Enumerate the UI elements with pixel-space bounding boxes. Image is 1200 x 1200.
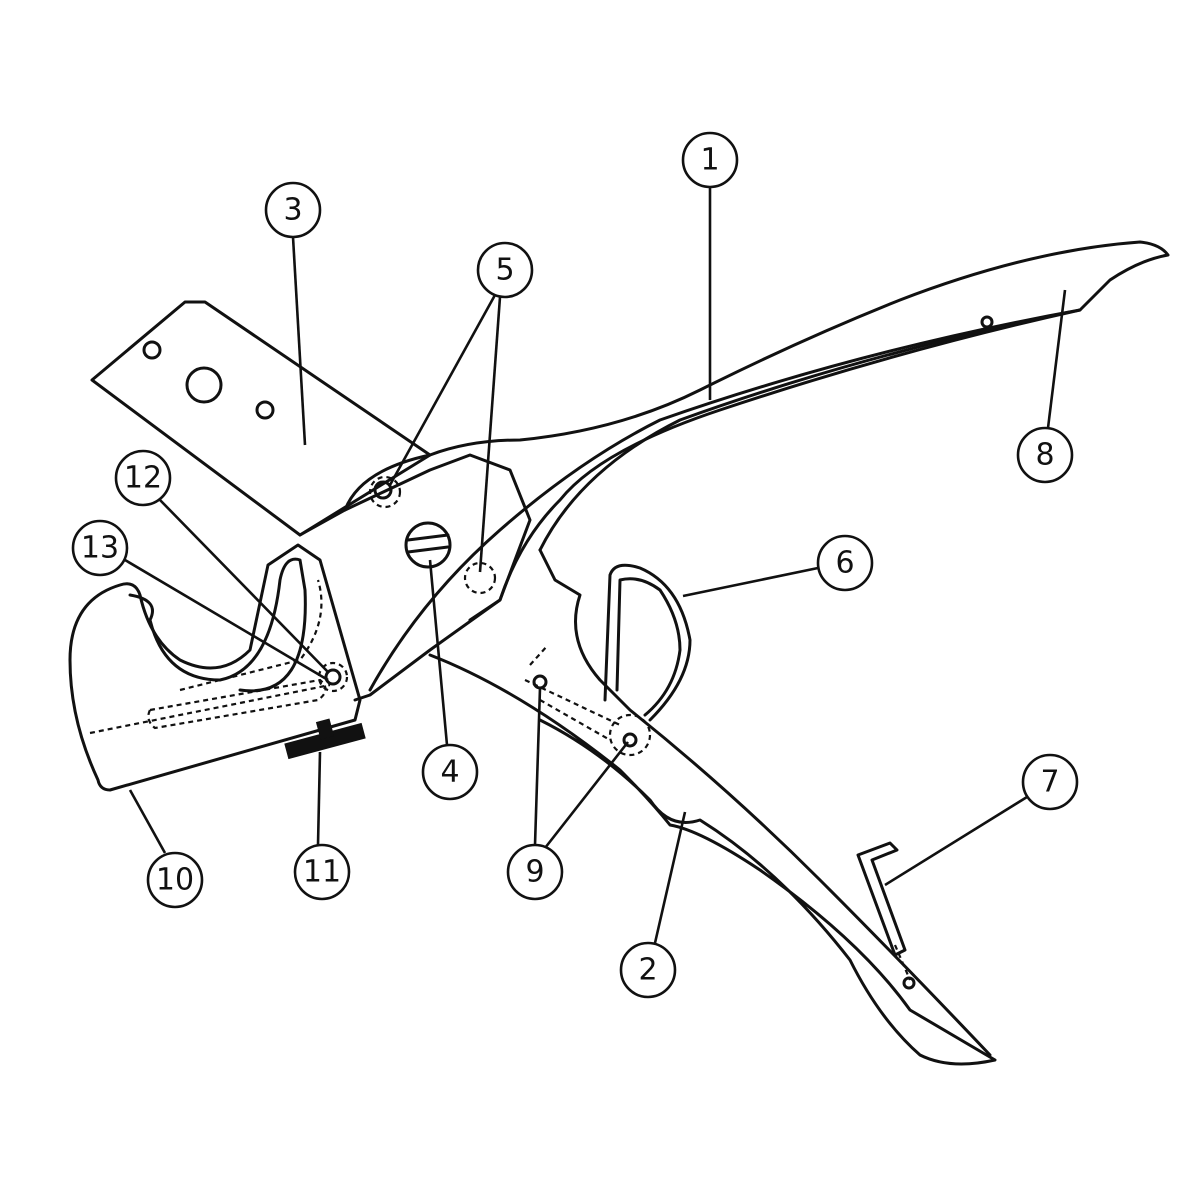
star-screw-lower [463, 561, 497, 595]
callout-9: 9 [506, 843, 564, 901]
callout-8: 8 [1016, 426, 1074, 484]
upper-handle [343, 240, 1170, 622]
callout-11: 11 [293, 843, 351, 901]
jaw [68, 543, 362, 792]
callout-6: 6 [816, 534, 874, 592]
callout-10: 10 [146, 851, 204, 909]
svg-text:6: 6 [835, 546, 854, 581]
hidden-pawl [524, 644, 621, 741]
jaw-hidden-line [179, 579, 323, 692]
upper-handle-rib [538, 310, 1072, 552]
svg-text:4: 4 [440, 755, 459, 790]
callout-12: 12 [114, 449, 172, 507]
pawl-pin [532, 674, 548, 690]
blade-hole [142, 340, 162, 360]
rivet-hole [980, 315, 994, 329]
upper-handle-inner [368, 308, 1082, 692]
head-body [298, 453, 532, 702]
jaw-pin [317, 661, 349, 693]
latch-hidden [893, 944, 912, 981]
svg-text:2: 2 [638, 953, 657, 988]
latch [856, 841, 907, 957]
screw-slot [406, 533, 450, 542]
lower-handle-inner [538, 548, 992, 1057]
lower-pivot-core [622, 732, 638, 748]
blade-plate [90, 300, 432, 537]
svg-text:3: 3 [283, 193, 302, 228]
spring-inner [615, 577, 682, 717]
callout-3: 3 [264, 181, 322, 239]
knob-stem [315, 718, 335, 740]
svg-text:1: 1 [700, 143, 719, 178]
callout-4: 4 [421, 743, 479, 801]
svg-text:12: 12 [124, 461, 162, 496]
svg-text:5: 5 [495, 253, 514, 288]
svg-text:10: 10 [156, 863, 194, 898]
callout-13: 13 [71, 519, 129, 577]
lower-pivot [608, 713, 652, 757]
callout-7: 7 [1021, 753, 1079, 811]
callout-2: 2 [619, 941, 677, 999]
jaw-pin-core [324, 668, 342, 686]
spring [603, 563, 692, 722]
callout-5: 5 [476, 241, 534, 299]
svg-text:9: 9 [525, 855, 544, 890]
svg-text:8: 8 [1035, 438, 1054, 473]
pivot-screw [404, 521, 452, 569]
jaw-cutout [128, 557, 307, 693]
star-screw-upper [368, 475, 402, 509]
screw-slot [406, 545, 450, 554]
svg-text:7: 7 [1040, 765, 1059, 800]
svg-text:11: 11 [303, 855, 341, 890]
blade-hole [255, 400, 275, 420]
svg-text:13: 13 [81, 531, 119, 566]
jaw-slot [147, 678, 327, 730]
latch-pin [902, 976, 916, 990]
star-screw-upper-core [373, 480, 393, 500]
adjust-knob [284, 722, 366, 760]
callout-1: 1 [681, 131, 739, 189]
leader-lines [124, 187, 1067, 944]
blade-hole [185, 366, 223, 404]
jaw-hidden-line [89, 683, 331, 735]
